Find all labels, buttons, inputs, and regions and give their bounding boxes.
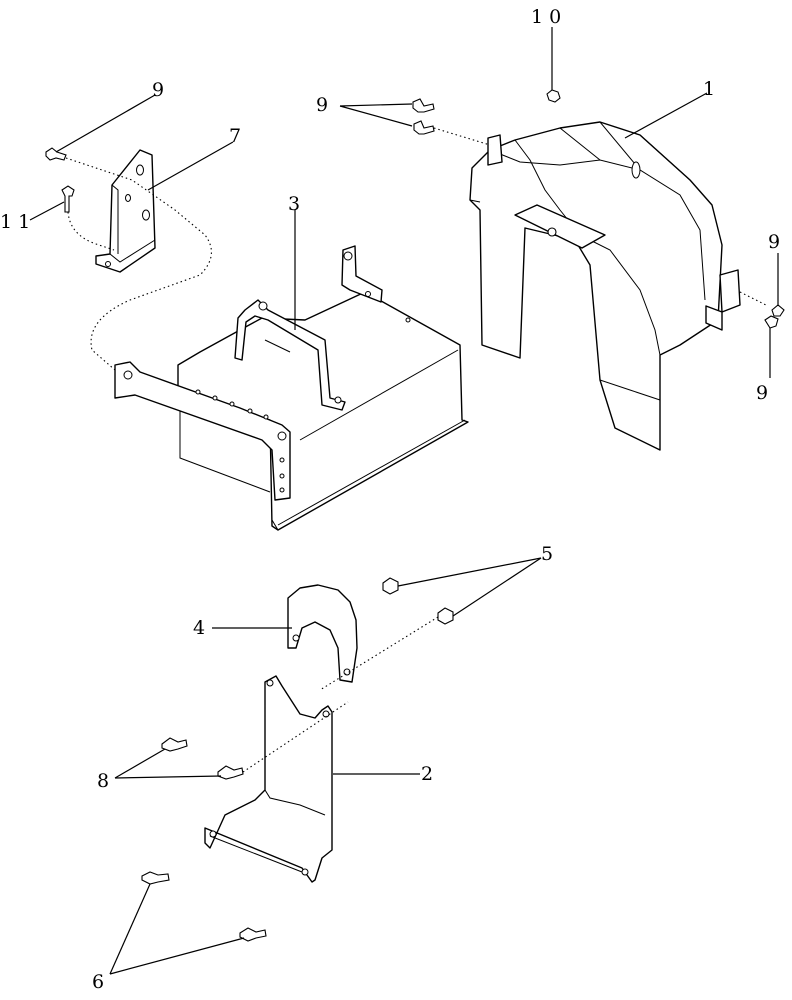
callout-3: 3: [288, 193, 300, 215]
callout-8: 8: [97, 770, 109, 792]
callout-9-right-lower: 9: [756, 382, 768, 404]
callout-2: 2: [421, 763, 433, 785]
callout-10: 1 0: [531, 6, 561, 28]
callout-1: 1: [703, 78, 715, 100]
callout-6: 6: [92, 971, 104, 993]
callout-9-bracket: 9: [152, 79, 164, 101]
leader-lines: [29, 27, 779, 975]
callout-11: 1 1: [0, 211, 30, 233]
assembly-paths: [65, 127, 769, 773]
part-2-mount-bracket: [204, 675, 333, 883]
callout-9-right-upper: 9: [768, 231, 780, 253]
callout-4: 4: [193, 617, 205, 639]
callout-5: 5: [541, 543, 553, 565]
callout-7: 7: [229, 125, 241, 147]
part-1-arched-shield: [469, 121, 741, 451]
part-3-box-tray: [114, 245, 469, 531]
callouts: 1 2 3 4 5 6 7 8 9 9 9 9 1 0 1 1: [0, 6, 780, 993]
callout-9-top: 9: [316, 94, 328, 116]
part-4-u-clamp: [287, 584, 358, 683]
part-7-bracket: [95, 149, 156, 273]
